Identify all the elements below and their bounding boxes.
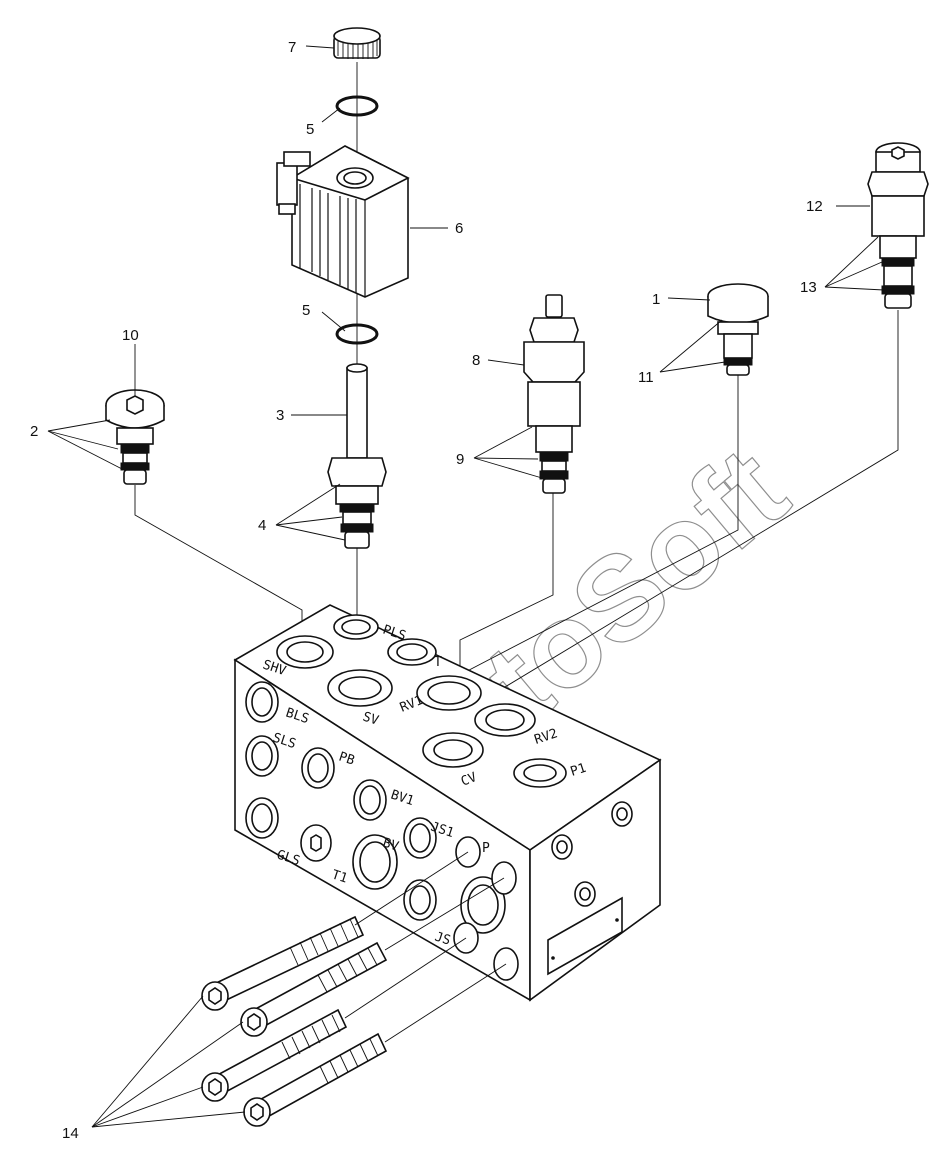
bolt-2 [240,941,388,1037]
port-label-p: P [482,841,490,856]
port-label-sv: SV [361,710,381,729]
port-label-shv: SHV [261,658,288,680]
part-valve-cartridge [327,363,387,549]
bolt-4 [243,1032,388,1127]
callout-5-lower: 5 [302,302,310,319]
part-plug-cartridge [105,389,165,485]
bolt-1 [201,915,365,1011]
port-label-bv1: BV1 [389,788,416,810]
part-cap [333,27,381,59]
callout-3: 3 [276,407,284,424]
callout-4: 4 [258,517,266,534]
port-label-t: T [434,655,442,670]
port-label-pb: PB [337,750,357,769]
port-label-sls: SLS [271,731,298,753]
port-label-pls: PLS [381,623,408,645]
port-labels: SHV PLS T SV RV1 RV2 CV P1 BLS SLS PB BV… [261,623,588,949]
callout-6: 6 [455,220,463,237]
port-label-js1: JS1 [429,820,456,842]
port-label-gls: GLS [275,848,302,870]
port-label-bv: BV [381,836,401,855]
part-relief-valve [523,294,585,494]
callout-14: 14 [62,1125,79,1142]
part-solenoid-coil [276,145,410,298]
side-face-details [547,801,633,976]
callout-10: 10 [122,327,139,344]
bolt-3 [201,1008,348,1102]
port-label-p1: P1 [569,761,589,780]
callout-11: 11 [638,369,654,386]
leader-lines [47,45,885,1128]
callout-13: 13 [800,279,817,296]
callout-5-upper: 5 [306,121,314,138]
bolts [201,851,507,1127]
name-plate [547,896,623,976]
port-label-t1: T1 [330,868,350,887]
port-label-bls: BLS [284,706,311,728]
callout-12: 12 [806,198,823,215]
callout-8: 8 [472,352,480,369]
port-label-rv2: RV2 [533,726,560,748]
top-ports [276,614,567,788]
o-ring-upper [335,95,379,117]
part-plug [707,283,769,376]
o-ring-lower [335,323,379,345]
callout-7: 7 [288,39,296,56]
callout-1: 1 [652,291,660,308]
port-label-js: JS [433,930,453,949]
front-ports [245,681,519,981]
port-label-cv: CV [459,770,479,790]
part-check-cartridge [867,142,929,309]
manifold-block: SHV PLS T SV RV1 RV2 CV P1 BLS SLS PB BV… [233,604,662,1002]
callout-2: 2 [30,423,38,440]
callout-numbers: 7 5 6 5 3 4 10 2 8 9 1 11 12 13 14 [30,39,823,1142]
callout-9: 9 [456,451,464,468]
